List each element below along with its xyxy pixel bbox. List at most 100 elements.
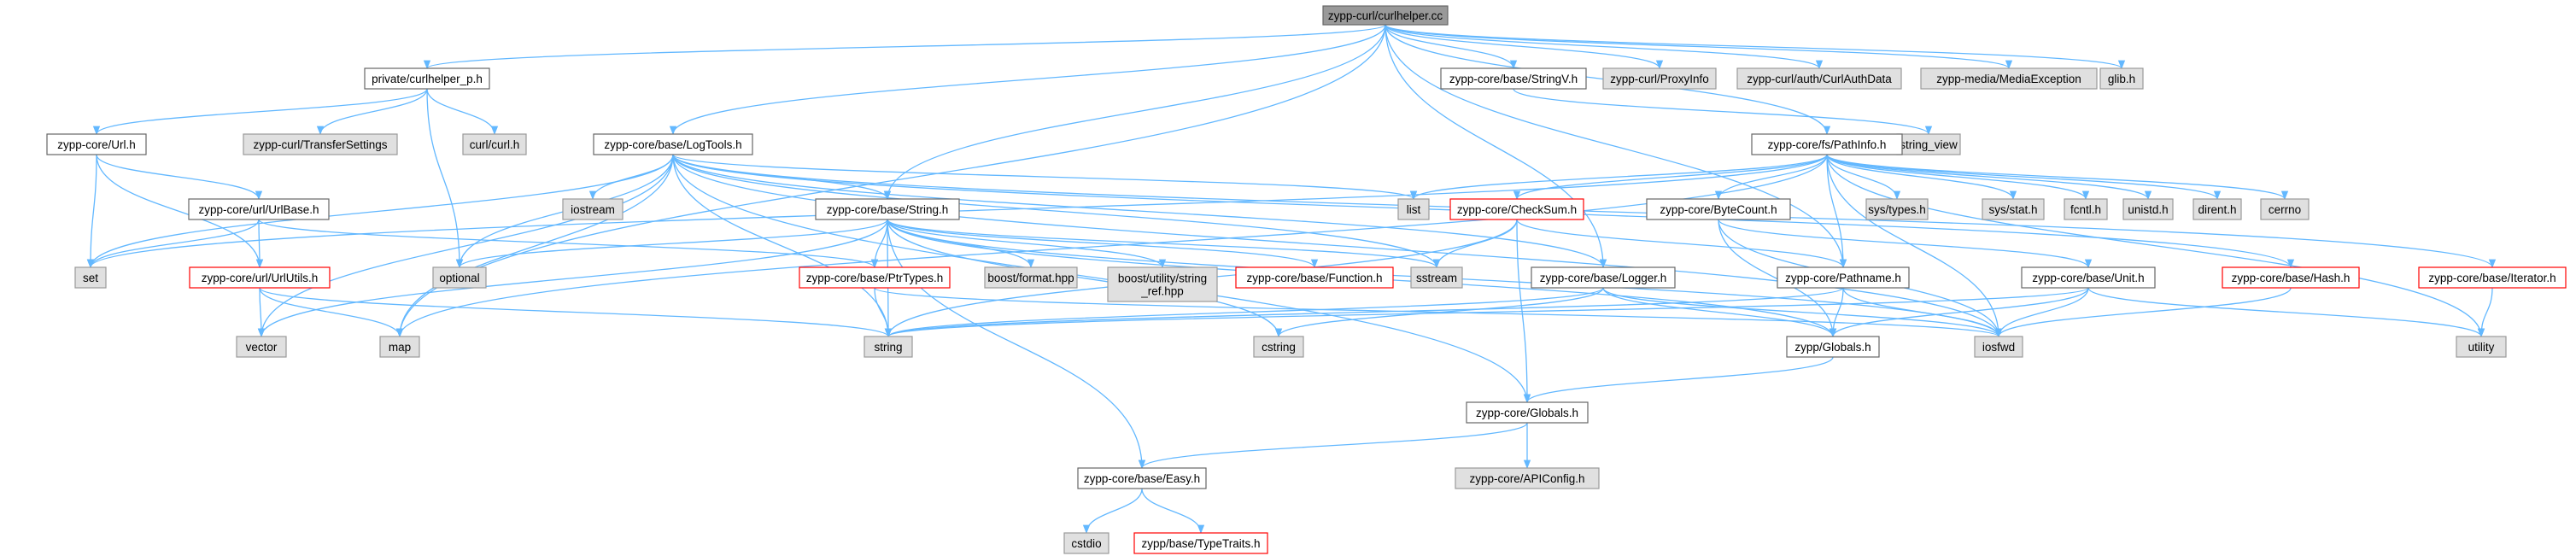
- edge-pathinfo-to-cerrno: [1826, 154, 2288, 201]
- node-unit[interactable]: zypp-core/base/Unit.h: [2021, 266, 2156, 289]
- node-box: [432, 266, 487, 289]
- node-box: [1736, 67, 1902, 90]
- node-box: [2122, 198, 2174, 220]
- node-utility: utility: [2456, 336, 2507, 358]
- node-label: zypp-media/MediaException: [1936, 73, 2081, 85]
- node-box: [984, 266, 1078, 289]
- node-box: [1455, 467, 1600, 489]
- edge-pathinfo-to-bytecount: [1714, 154, 1828, 201]
- edge-pathinfo-to-sysstat: [1826, 154, 2017, 201]
- node-coreglobals[interactable]: zypp-core/Globals.h: [1466, 401, 1589, 424]
- edge-logger-to-zyppglobals: [1602, 287, 1837, 338]
- node-label: zypp-curl/ProxyInfo: [1610, 73, 1709, 85]
- node-label: string: [874, 341, 902, 354]
- edge-pathinfo-to-map: [395, 154, 1828, 338]
- node-box: [1410, 266, 1463, 289]
- node-pathinfo[interactable]: zypp-core/fs/PathInfo.h: [1751, 133, 1903, 155]
- node-iterator[interactable]: zypp-core/base/Iterator.h: [2418, 266, 2567, 289]
- edge-stringh-to-sstream: [887, 219, 1440, 269]
- node-label: zypp-core/url/UrlBase.h: [198, 203, 319, 216]
- node-box: [1466, 401, 1589, 424]
- node-apiconfig: zypp-core/APIConfig.h: [1455, 467, 1600, 489]
- node-stringv[interactable]: zypp-core/base/StringV.h: [1440, 67, 1587, 90]
- node-logger[interactable]: zypp-core/base/Logger.h: [1531, 266, 1676, 289]
- edge-curlhelper_p-to-curlh: [426, 88, 499, 136]
- node-label: zypp-core/Url.h: [57, 138, 136, 151]
- edge-urlbase-to-ptrtypes: [258, 219, 878, 269]
- edge-root-to-glib: [1385, 24, 2125, 70]
- node-curlhelper-p[interactable]: private/curlhelper_p.h: [364, 67, 490, 90]
- edge-urlbase-to-urlutils: [255, 219, 264, 269]
- node-logtools[interactable]: zypp-core/base/LogTools.h: [593, 133, 753, 155]
- node-box: [593, 133, 753, 155]
- node-easy[interactable]: zypp-core/base/Easy.h: [1077, 467, 1207, 489]
- node-ptrtypes[interactable]: zypp-core/base/PtrTypes.h: [799, 266, 951, 289]
- edge-logtools-to-vector: [257, 154, 674, 338]
- node-root[interactable]: zypp-curl/curlhelper.cc: [1322, 5, 1449, 26]
- node-label: unistd.h: [2128, 203, 2168, 216]
- node-cstring: cstring: [1253, 336, 1304, 358]
- node-label: cstdio: [1071, 537, 1101, 550]
- node-hash[interactable]: zypp-core/base/Hash.h: [2222, 266, 2360, 289]
- edge-zyppglobals-to-coreglobals: [1523, 356, 1834, 404]
- edge-pathinfo-to-fcntl: [1826, 154, 2090, 201]
- node-curlh: curl/curl.h: [462, 133, 527, 155]
- edge-logtools-to-sstream: [672, 154, 1441, 269]
- node-label: zypp-core/base/Function.h: [1246, 272, 1382, 284]
- node-checksum[interactable]: zypp-core/CheckSum.h: [1449, 198, 1584, 220]
- node-box: [864, 336, 913, 358]
- node-box: [189, 266, 331, 289]
- edge-pathinfo-to-list: [1410, 154, 1828, 201]
- edge-easy-to-typetraits: [1141, 488, 1205, 535]
- node-box: [1786, 336, 1880, 358]
- node-box: [1397, 198, 1430, 220]
- node-cerrno: cerrno: [2260, 198, 2310, 220]
- node-label: boost/utility/string: [1118, 272, 1207, 285]
- node-label: zypp-core/url/UrlUtils.h: [202, 272, 319, 284]
- node-box: [1440, 67, 1587, 90]
- node-boostformat: boost/format.hpp: [984, 266, 1078, 289]
- node-box: [2260, 198, 2310, 220]
- edge-root-to-map: [395, 24, 1386, 338]
- node-box: [1602, 67, 1717, 90]
- node-label: _ref.hpp: [1140, 285, 1184, 298]
- node-urlbase[interactable]: zypp-core/url/UrlBase.h: [188, 198, 330, 220]
- node-zyppglobals[interactable]: zypp/Globals.h: [1786, 336, 1880, 358]
- node-pathname[interactable]: zypp-core/Pathname.h: [1777, 266, 1910, 289]
- node-typetraits[interactable]: zypp/base/TypeTraits.h: [1133, 532, 1268, 554]
- node-unistd: unistd.h: [2122, 198, 2174, 220]
- edge-unit-to-zyppglobals: [1829, 287, 2089, 338]
- node-cstdio: cstdio: [1063, 532, 1109, 554]
- edge-unit-to-utility: [2087, 287, 2485, 338]
- edge-root-to-logtools: [669, 24, 1386, 136]
- edge-pathinfo-to-checksum: [1513, 154, 1828, 201]
- node-label: vector: [246, 341, 278, 354]
- edge-curlhelper_p-to-optional: [426, 88, 464, 269]
- edge-root-to-proxyinfo: [1385, 24, 1664, 70]
- edge-root-to-curlauth: [1385, 24, 1823, 70]
- edge-hash-to-iosfwd: [1994, 287, 2292, 338]
- node-url[interactable]: zypp-core/Url.h: [46, 133, 147, 155]
- edge-urlutils-to-string: [259, 287, 892, 338]
- node-bytecount[interactable]: zypp-core/ByteCount.h: [1646, 198, 1791, 220]
- edge-unit-to-string: [885, 287, 2089, 338]
- edge-stringh-to-vector: [257, 219, 888, 338]
- node-sstream: sstream: [1410, 266, 1463, 289]
- edge-pathinfo-to-dirent: [1826, 154, 2221, 201]
- node-box: [1974, 336, 2023, 358]
- edge-bytecount-to-zyppglobals: [1718, 219, 1837, 338]
- node-glib: glib.h: [2099, 67, 2144, 90]
- node-function[interactable]: zypp-core/base/Function.h: [1235, 266, 1394, 289]
- node-label: zypp-core/base/Easy.h: [1084, 472, 1200, 485]
- node-iosfwd: iosfwd: [1974, 336, 2023, 358]
- node-label: zypp-curl/curlhelper.cc: [1328, 9, 1443, 22]
- edge-root-to-curlhelper_p: [424, 24, 1386, 70]
- edge-pathinfo-to-utility: [1826, 154, 2485, 338]
- node-stringview: string_view: [1896, 133, 1961, 155]
- edge-checksum-to-pathname: [1516, 219, 1847, 269]
- node-urlutils[interactable]: zypp-core/url/UrlUtils.h: [189, 266, 331, 289]
- node-stringh[interactable]: zypp-core/base/String.h: [815, 198, 960, 220]
- node-map: map: [379, 336, 420, 358]
- edge-root-to-stringh: [883, 24, 1386, 201]
- node-boostutil: boost/utility/string_ref.hpp: [1107, 266, 1218, 302]
